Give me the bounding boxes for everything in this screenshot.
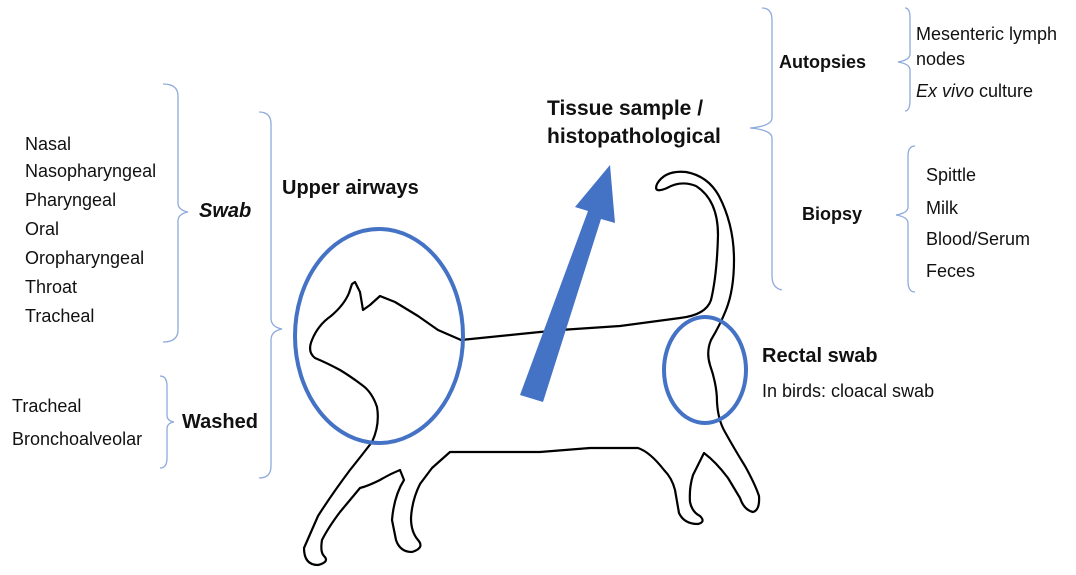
swab-label: Swab <box>199 201 251 221</box>
autopsies-label: Autopsies <box>779 53 866 71</box>
biopsy-item-feces: Feces <box>926 262 975 280</box>
washed-item-tracheal: Tracheal <box>12 397 81 415</box>
biopsy-label: Biopsy <box>802 205 862 223</box>
biopsy-item-spittle: Spittle <box>926 166 976 184</box>
washed-label: Washed <box>182 412 258 432</box>
rectal-swab-label: Rectal swab <box>762 346 878 366</box>
washed-item-bronchoalveolar: Bronchoalveolar <box>12 430 142 448</box>
washed-items-bracket <box>160 376 174 468</box>
upper-airways-bracket <box>259 112 282 478</box>
autopsies-item-ex-vivo: Ex vivo culture <box>916 82 1033 100</box>
biopsy-item-blood-serum: Blood/Serum <box>926 230 1030 248</box>
tissue-label-line1: Tissue sample / <box>547 98 703 119</box>
autopsies-item-mesenteric-line1: Mesenteric lymph <box>916 25 1057 43</box>
swab-item-nasopharyngeal: Nasopharyngeal <box>25 162 156 180</box>
swab-item-oropharyngeal: Oropharyngeal <box>25 249 144 267</box>
swab-item-nasal: Nasal <box>25 135 71 153</box>
upper-airways-label: Upper airways <box>282 178 419 198</box>
rectal-swab-note: In birds: cloacal swab <box>762 382 934 400</box>
swab-item-oral: Oral <box>25 220 59 238</box>
swab-item-pharyngeal: Pharyngeal <box>25 191 116 209</box>
autopsies-item-mesenteric-line2: nodes <box>916 50 965 68</box>
tissue-label-line2: histopathological <box>547 126 721 147</box>
rectal-ellipse <box>664 317 746 423</box>
biopsy-items-bracket <box>896 146 915 292</box>
swab-item-tracheal: Tracheal <box>25 307 94 325</box>
swab-item-throat: Throat <box>25 278 77 296</box>
swab-items-bracket <box>163 84 188 342</box>
tissue-arrow <box>520 165 615 402</box>
tissue-bracket <box>750 8 782 290</box>
biopsy-item-milk: Milk <box>926 199 958 217</box>
upper-airways-ellipse <box>295 229 463 443</box>
ex-vivo-italic: Ex vivo <box>916 81 974 101</box>
brackets <box>160 8 915 478</box>
ex-vivo-rest: culture <box>974 81 1033 101</box>
autopsies-items-bracket <box>898 8 910 111</box>
